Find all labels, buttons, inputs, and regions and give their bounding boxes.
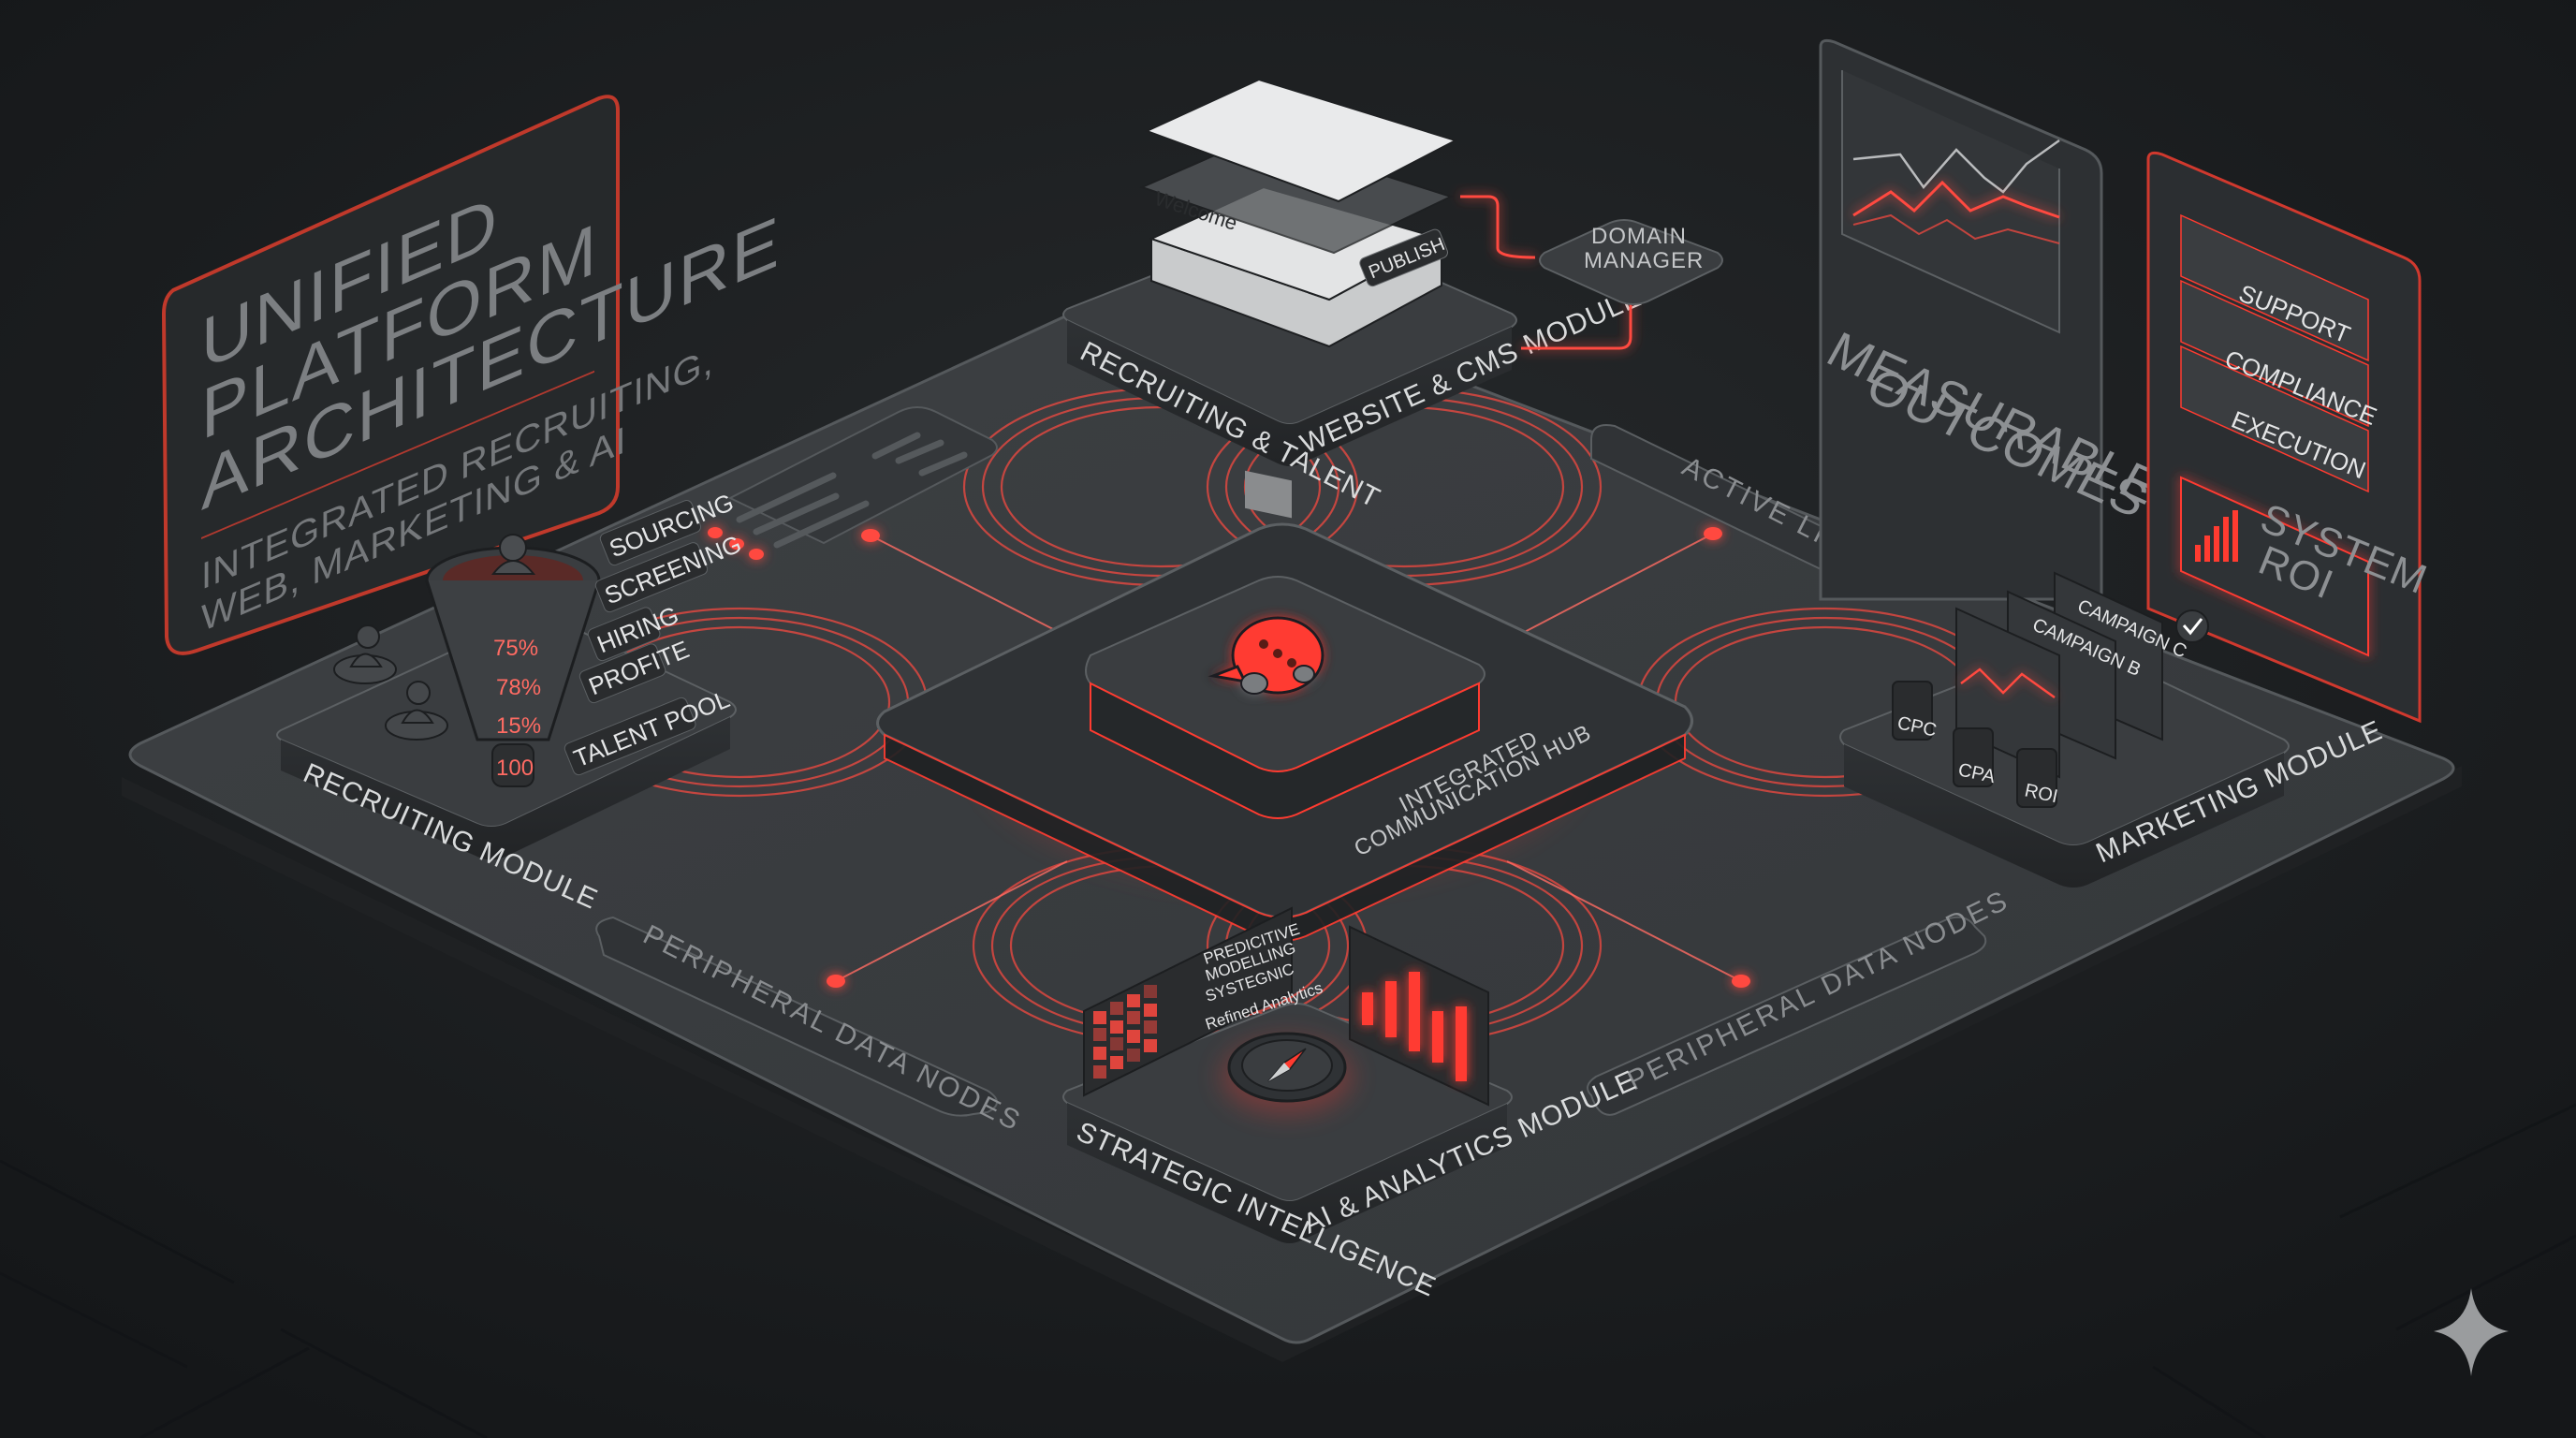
funnel-value-1: 75%	[493, 636, 538, 661]
cms-page-stack-icon: Welcome PUBLISH	[1139, 78, 1458, 519]
check-icon	[2175, 609, 2209, 643]
status-slot	[727, 406, 998, 549]
funnel-value-4: 100	[496, 756, 534, 781]
roi-panel: SUPPORT COMPLIANCE EXECUTION SYSTEM ROI	[2146, 151, 2434, 724]
domain-manager-line-2: MANAGER	[1584, 248, 1704, 273]
marketing-module[interactable]: MARKETING MODULE CAMPAIGN B CAMPAIGN C C…	[1839, 571, 2387, 888]
metric-tiles: CPC CPA ROI	[1892, 681, 2059, 808]
chat-bubble-headset-icon	[1208, 616, 1325, 695]
heatmap	[1093, 985, 1157, 1078]
funnel-icon: 75% 78% 15% 100	[425, 534, 601, 787]
analytics-bar-chart	[1362, 972, 1467, 1081]
roi-bars-icon	[2195, 510, 2238, 562]
sparkle-icon	[2434, 1288, 2509, 1376]
compass-icon	[1222, 1032, 1353, 1114]
communication-hub[interactable]: INTEGRATED COMMUNICATION HUB	[876, 522, 1693, 942]
floor-tiles	[0, 1103, 2576, 1438]
domain-manager-line-1: DOMAIN	[1591, 224, 1687, 249]
data-lines	[835, 533, 1742, 982]
candidate-icon	[333, 624, 448, 741]
funnel-value-3: 15%	[496, 713, 541, 739]
domain-manager-node[interactable]: DOMAIN MANAGER	[1539, 219, 1723, 305]
funnel-value-2: 78%	[496, 675, 541, 700]
